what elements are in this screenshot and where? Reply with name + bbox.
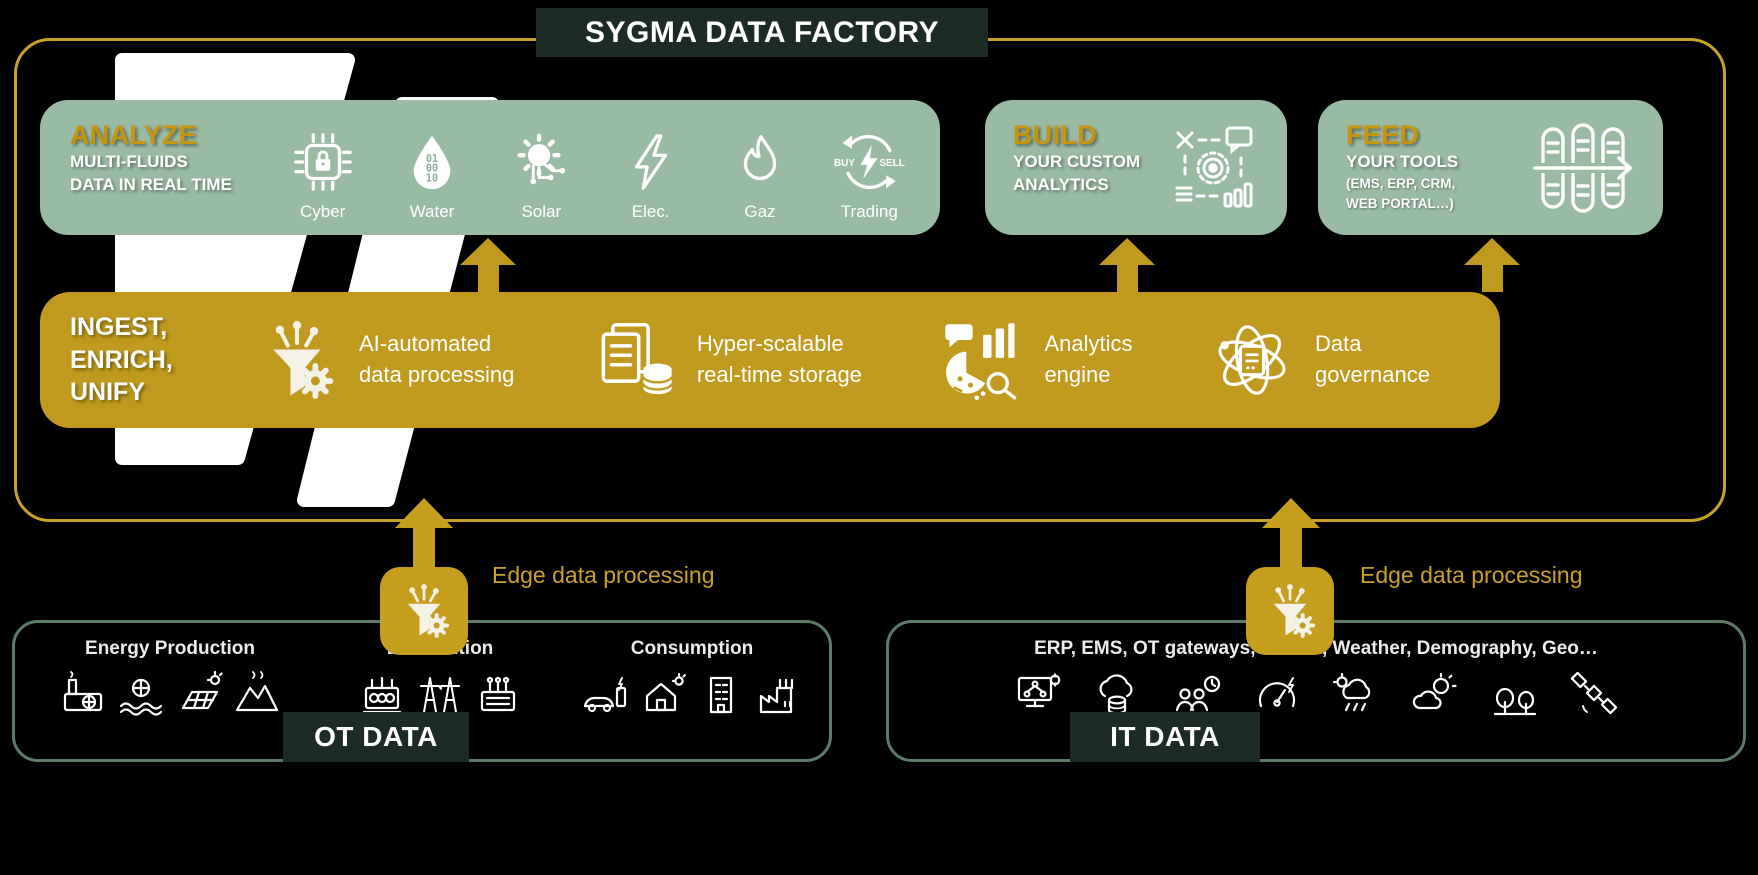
hydro-plant-icon: [119, 678, 163, 716]
ot-group-energy-production: Energy Production: [15, 638, 325, 759]
fluid-item-elec: Elec.: [596, 100, 705, 235]
edge-label-left: Edge data processing: [492, 562, 715, 588]
svg-text:00: 00: [426, 164, 438, 175]
smart-home-icon: [645, 672, 686, 712]
edge-label-right: Edge data processing: [1360, 562, 1583, 588]
arrow-to-build: [1099, 238, 1155, 292]
thermal-plant-icon: [63, 671, 103, 712]
build-text-block: BUILD YOUR CUSTOM ANALYTICS: [985, 100, 1287, 197]
ingest-item-analytics-engine: Analytics engine: [938, 318, 1132, 402]
monitor-network-icon: [1017, 673, 1061, 708]
ingest-item-governance: Data governance: [1209, 318, 1430, 402]
ingest-item-label: Data governance: [1315, 331, 1430, 387]
lightning-icon: [634, 134, 667, 190]
fluid-item-trading: BUY SELL Trading: [815, 100, 924, 235]
solar-panel-icon: [181, 670, 223, 710]
feed-sub1: YOUR TOOLS: [1346, 152, 1459, 171]
sun-cloud-icon: [1412, 672, 1457, 710]
chip-lock-icon: [293, 133, 352, 191]
flame-icon: [743, 135, 777, 181]
feed-heading: FEED: [1346, 120, 1420, 150]
ingest-item-label: AI-automated data processing: [359, 331, 515, 387]
analyze-heading: ANALYZE: [70, 120, 198, 150]
svg-text:10: 10: [426, 173, 438, 184]
fluid-label: Elec.: [631, 202, 670, 221]
svg-text:01: 01: [426, 154, 438, 165]
build-sub2: ANALYTICS: [1013, 174, 1109, 194]
fluid-label: Solar: [521, 202, 562, 221]
ingest-panel: INGEST, ENRICH, UNIFY: [40, 292, 1500, 428]
feed-panel: FEED YOUR TOOLS (EMS, ERP, CRM, WEB PORT…: [1318, 100, 1663, 235]
edge-arrow-right: [1262, 498, 1320, 568]
ot-group-icons: [59, 670, 281, 718]
diagram-title: SYGMA DATA FACTORY: [585, 15, 939, 49]
analyze-sub2: DATA IN REAL TIME: [70, 174, 232, 194]
storm-rain-icon: [1332, 672, 1371, 712]
it-icons-row: [1013, 672, 1619, 718]
edge-processor-right: [1246, 567, 1334, 655]
satellite-icon: [1570, 672, 1618, 715]
analyze-panel: ANALYZE MULTI-FLUIDS DATA IN REAL TIME: [40, 100, 940, 235]
fluid-item-gaz: Gaz: [705, 100, 814, 235]
ev-charging-icon: [583, 677, 627, 713]
ot-group-icons: [581, 670, 803, 718]
building-icon: [709, 676, 733, 714]
feed-sub2: (EMS, ERP, CRM,: [1346, 175, 1456, 191]
arrow-to-feed: [1464, 238, 1520, 292]
trees-icon: [1493, 687, 1537, 716]
fluid-label: Water: [409, 202, 455, 221]
ingest-items: AI-automated data processing: [255, 318, 1500, 402]
data-flow-columns-icon: [1533, 122, 1633, 213]
fluid-label: Gaz: [744, 202, 776, 221]
fluid-item-solar: Solar: [487, 100, 596, 235]
transmission-towers-icon: [420, 677, 460, 713]
ot-data-label: OT DATA: [283, 712, 469, 762]
diagram-title-banner: SYGMA DATA FACTORY: [536, 8, 988, 57]
chart-magnifier-icon: [945, 323, 1017, 401]
fluid-item-cyber: Cyber: [268, 100, 377, 235]
fluid-label: Trading: [840, 202, 898, 221]
fluid-label: Cyber: [299, 202, 346, 221]
build-sub1: YOUR CUSTOM: [1013, 152, 1141, 171]
svg-text:BUY: BUY: [834, 158, 855, 169]
ingest-item-storage: Hyper-scalable real-time storage: [591, 320, 862, 400]
ot-group-consumption: Consumption: [555, 638, 829, 759]
team-clock-icon: [1175, 675, 1221, 712]
edge-processor-left: [380, 567, 468, 655]
funnel-gear-icon: [407, 584, 450, 638]
substation-icon: [480, 676, 516, 712]
funnel-gear-icon: [1273, 584, 1316, 638]
ot-group-icons: [358, 670, 522, 718]
buy-sell-trading-icon: BUY SELL: [834, 134, 905, 190]
gauge-bolt-icon: [1258, 677, 1296, 708]
build-heading: BUILD: [1013, 120, 1097, 150]
documents-database-icon: [601, 322, 673, 395]
orbit-document-icon: [1218, 325, 1286, 395]
analyze-sub1: MULTI-FLUIDS: [70, 152, 188, 171]
analyze-text-block: ANALYZE MULTI-FLUIDS DATA IN REAL TIME: [40, 100, 268, 235]
ingest-item-ai-processing: AI-automated data processing: [255, 318, 514, 402]
build-panel: BUILD YOUR CUSTOM ANALYTICS: [985, 100, 1287, 235]
funnel-gear-icon: [273, 321, 334, 399]
feed-sub3: WEB PORTAL…): [1346, 196, 1454, 212]
edge-arrow-left: [395, 498, 453, 568]
arrow-to-analyze: [460, 238, 516, 292]
custom-analytics-icon: [1175, 126, 1253, 207]
ingest-item-label: Hyper-scalable real-time storage: [696, 331, 862, 387]
solar-sun-circuit-icon: [517, 133, 566, 185]
geothermal-icon: [235, 671, 279, 712]
ot-group-title: Consumption: [630, 638, 754, 659]
factory-icon: [759, 678, 794, 714]
ot-group-title: Energy Production: [85, 638, 255, 659]
svg-text:SELL: SELL: [880, 158, 905, 169]
ingest-item-label: Analytics engine: [1044, 331, 1133, 387]
feed-text-block: FEED YOUR TOOLS (EMS, ERP, CRM, WEB PORT…: [1318, 100, 1663, 214]
it-data-label: IT DATA: [1070, 712, 1260, 762]
ingest-heading: INGEST, ENRICH, UNIFY: [70, 313, 173, 407]
transformer-icon: [362, 676, 402, 714]
